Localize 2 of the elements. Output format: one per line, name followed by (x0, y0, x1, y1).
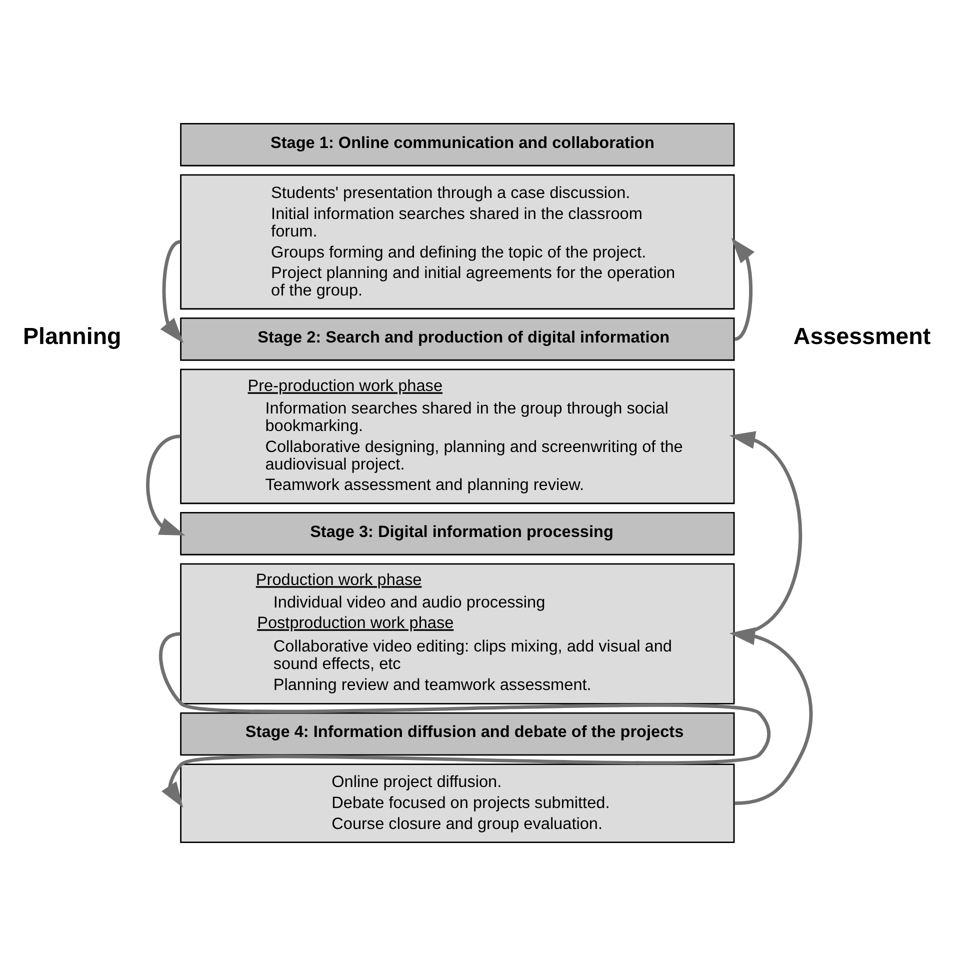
label: Planning (22, 322, 121, 349)
label: Assessment (792, 322, 930, 349)
